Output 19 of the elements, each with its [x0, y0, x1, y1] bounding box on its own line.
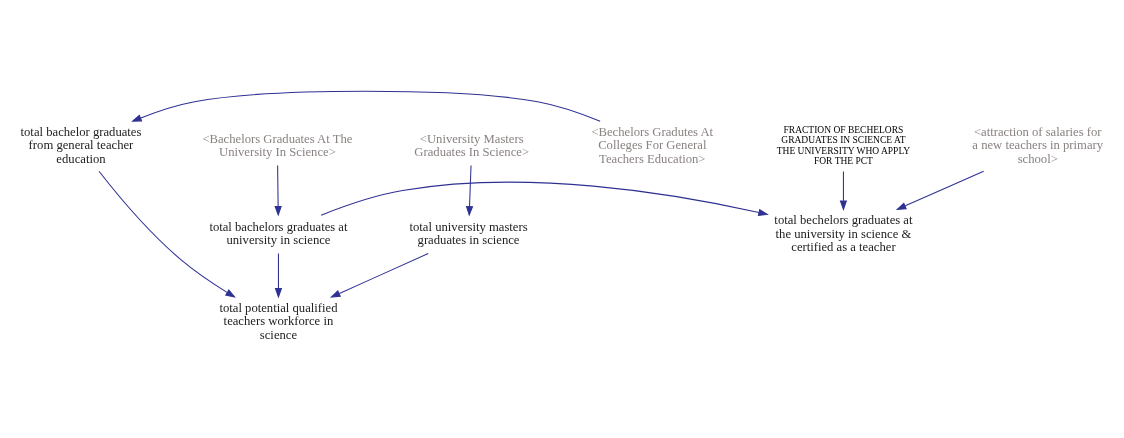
node-text: total bechelors graduates at the university in science & certified as a teacher: [774, 212, 913, 255]
node-text: <attraction of salaries for a new teachers in primary school>: [972, 124, 1104, 167]
arrow: [329, 253, 429, 298]
node-text: total bachelor graduates from general teacher education: [20, 124, 142, 167]
node-text: <Bachelors Graduates At The University In Science>: [202, 131, 353, 160]
node-text: total university masters graduates in science: [409, 219, 528, 248]
node-text: FRACTION OF BECHELORS GRADUATES IN SCIENCE AT THE UNIVERSITY WHO APPLY FOR THE PCT: [776, 124, 911, 167]
arrow: [320, 181, 769, 217]
arrow: [465, 164, 474, 217]
node-text: total potential qualified teachers workforce in science: [219, 300, 338, 342]
arrow: [895, 170, 985, 211]
arrow: [274, 164, 282, 217]
node-text: total bachelors graduates at university in science: [209, 219, 348, 248]
arrow: [839, 171, 848, 211]
node-text: <Bechelors Gradutes At Colleges For General Teachers Education>: [591, 124, 714, 167]
arrow: [98, 170, 236, 298]
arrow: [274, 253, 283, 299]
arrow: [131, 90, 601, 122]
node-text: <University Masters Graduates In Science>: [414, 131, 530, 160]
